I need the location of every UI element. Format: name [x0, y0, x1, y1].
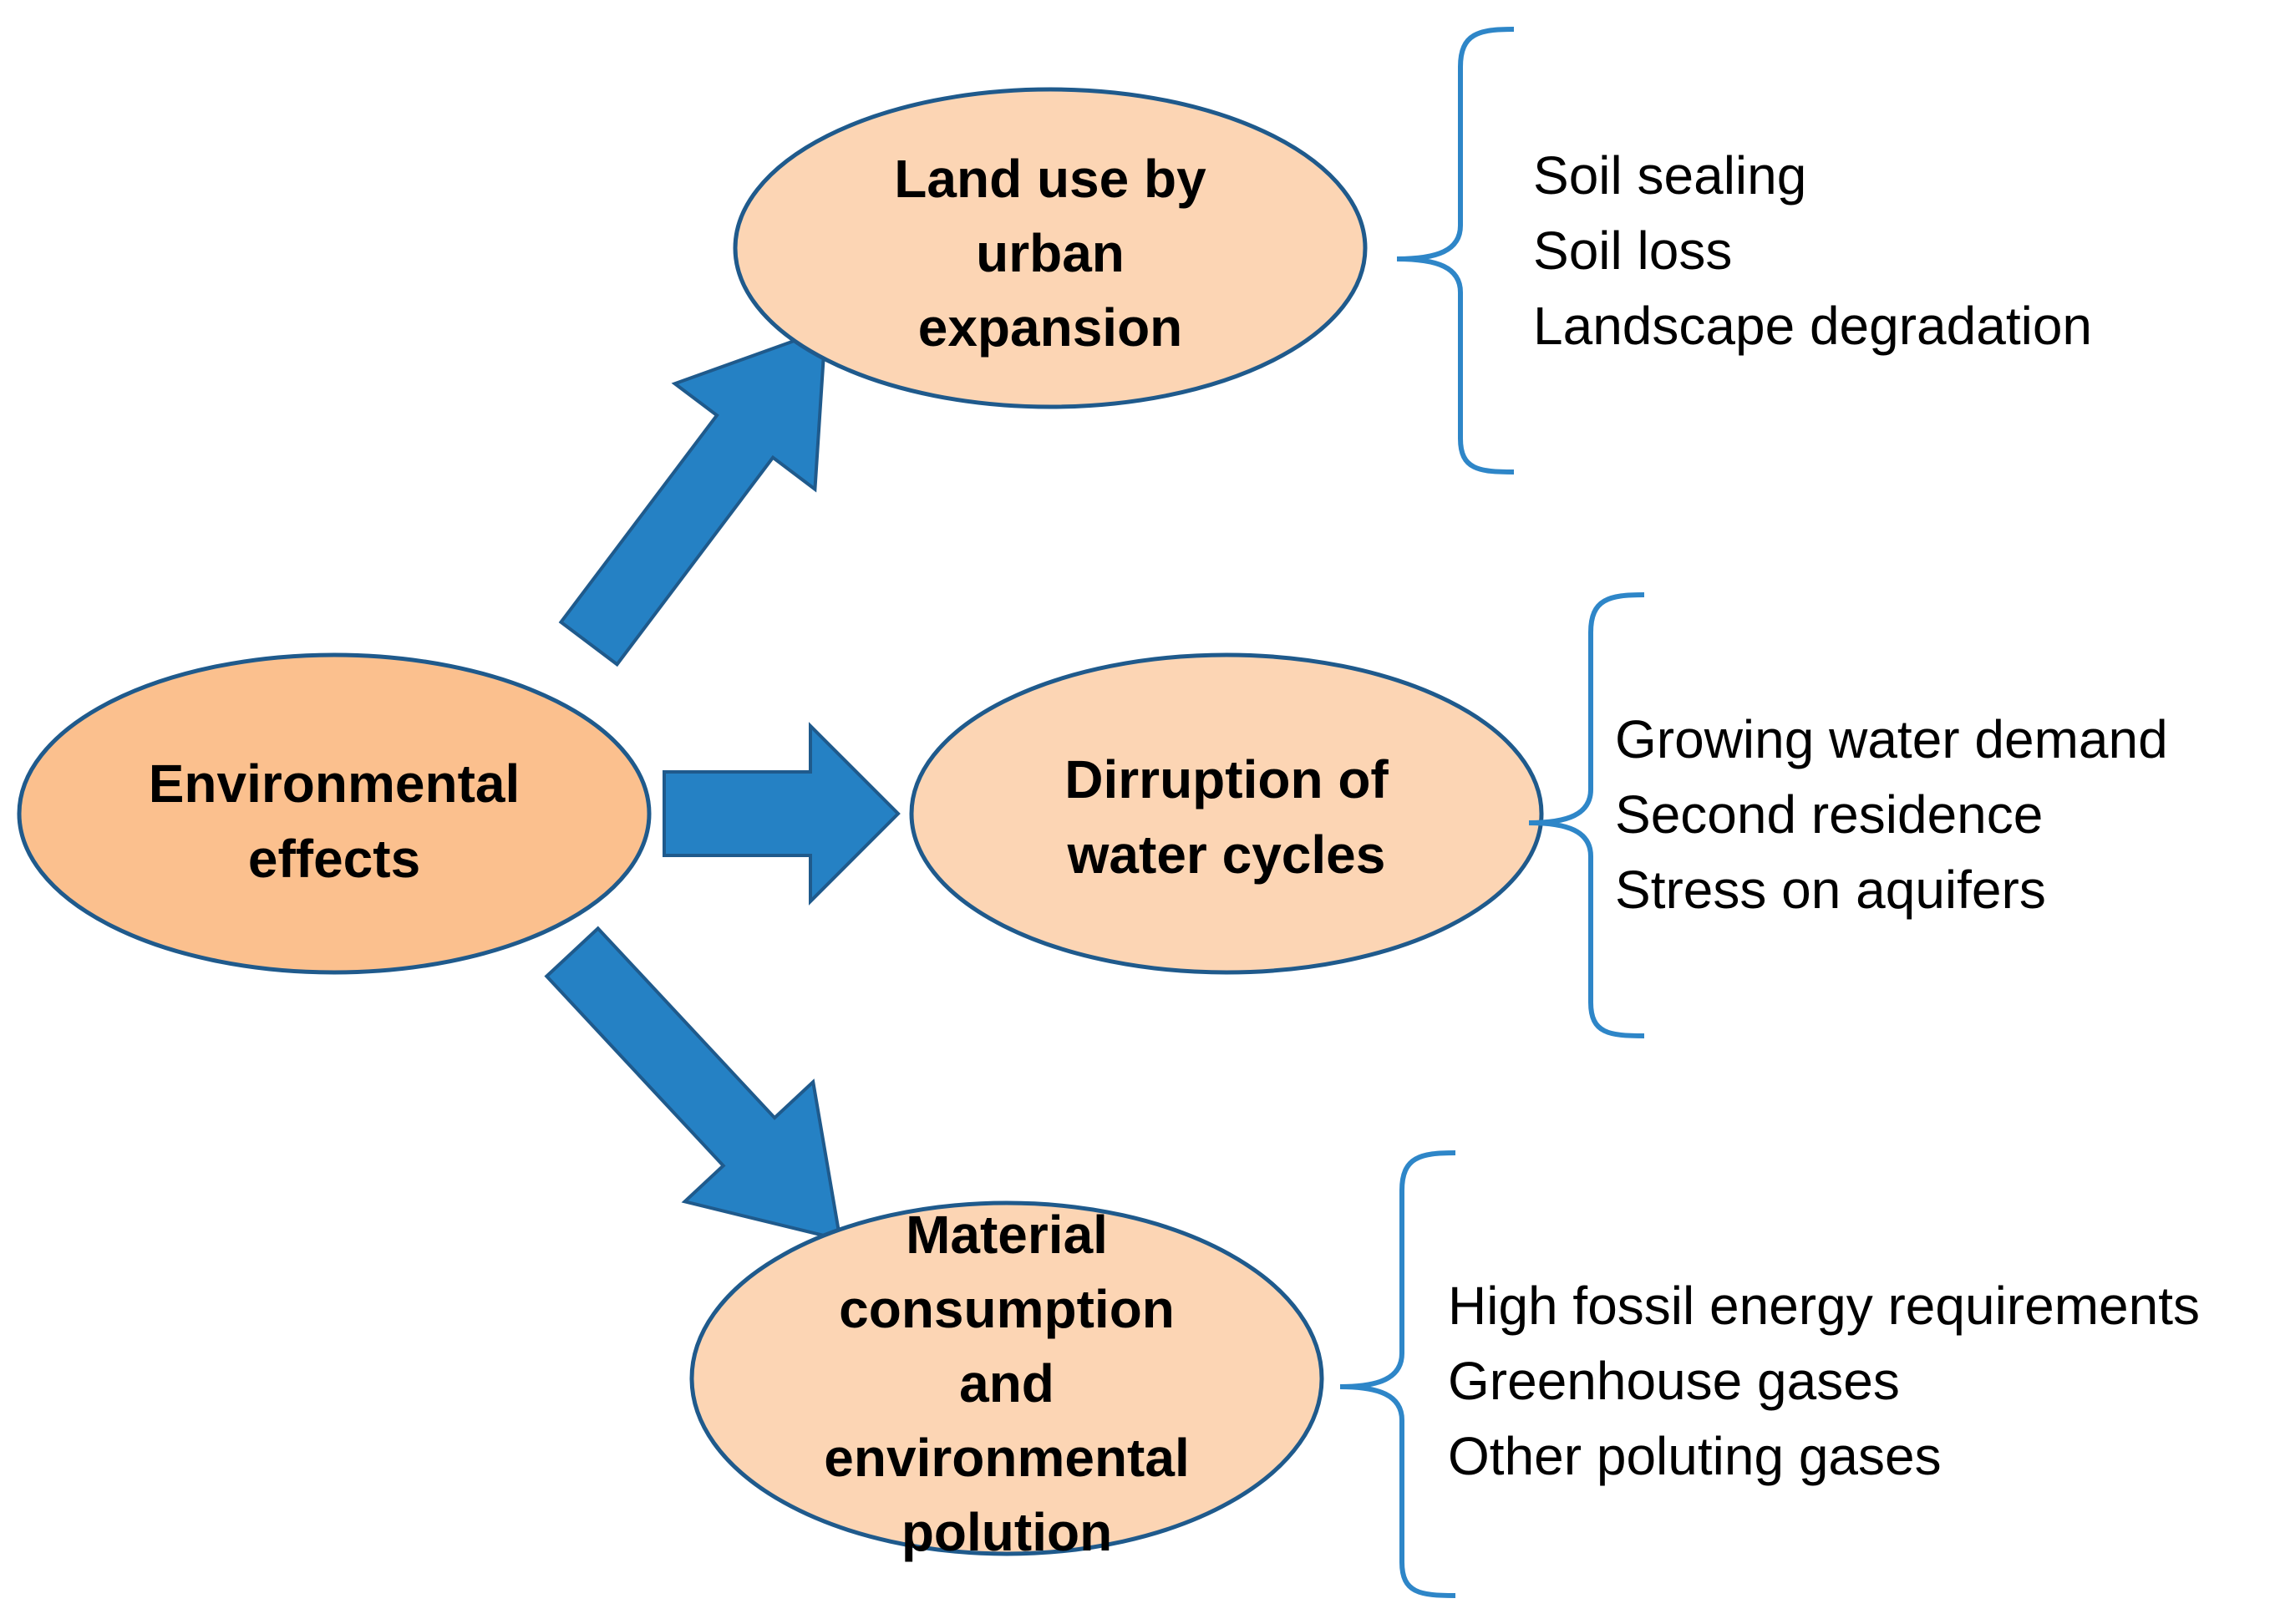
effect-item: Stress on aquifers: [1615, 860, 2046, 920]
arrow-to-material: [544, 926, 843, 1242]
bracket-land-use: [1396, 27, 1515, 475]
node-water-cycles-ellipse: [909, 652, 1544, 975]
material-label-line-4: environmental: [824, 1428, 1189, 1488]
land-use-label-line-2: urban: [976, 223, 1125, 283]
arrow-to-land-use: [558, 327, 828, 667]
effect-item: Soil sealing: [1533, 145, 1806, 206]
effects-land-use: Soil sealing Soil loss Landscape degrada…: [1533, 145, 2092, 356]
node-land-use-ellipse: [733, 87, 1368, 409]
effects-water-cycles: Growing water demand Second residence St…: [1615, 709, 2168, 920]
effect-item: Greenhouse gases: [1448, 1351, 1900, 1411]
effect-item: Other poluting gases: [1448, 1426, 1942, 1486]
effect-item: High fossil energy requirements: [1448, 1276, 2200, 1336]
effect-item: Growing water demand: [1615, 709, 2168, 769]
water-cycles-label-line-1: Dirruption of: [1064, 749, 1389, 809]
effect-item: Landscape degradation: [1533, 296, 2092, 356]
arrow-to-water-cycles: [663, 722, 901, 906]
root-node-ellipse: [17, 652, 652, 975]
material-label-line-1: Material: [906, 1205, 1108, 1265]
bracket-material: [1339, 1150, 1456, 1598]
node-material-ellipse: [689, 1200, 1324, 1556]
node-water-cycles: Dirruption of water cycles: [909, 652, 1544, 975]
material-label-line-3: and: [959, 1353, 1054, 1413]
node-land-use: Land use by urban expansion: [733, 87, 1368, 409]
land-use-label-line-3: expansion: [918, 297, 1183, 358]
material-label-line-5: polution: [901, 1502, 1112, 1562]
root-node: Environmental effects: [17, 652, 652, 975]
node-material: Material consumption and environmental p…: [689, 1200, 1324, 1562]
root-label-line-1: Environmental: [149, 754, 521, 814]
water-cycles-label-line-2: water cycles: [1067, 825, 1386, 885]
bracket-water-cycles: [1528, 592, 1645, 1038]
root-label-line-2: effects: [248, 829, 420, 889]
effect-item: Second residence: [1615, 784, 2043, 845]
effect-item: Soil loss: [1533, 221, 1732, 281]
land-use-label-line-1: Land use by: [894, 149, 1206, 209]
material-label-line-2: consumption: [839, 1279, 1175, 1339]
effects-material: High fossil energy requirements Greenhou…: [1448, 1276, 2200, 1486]
